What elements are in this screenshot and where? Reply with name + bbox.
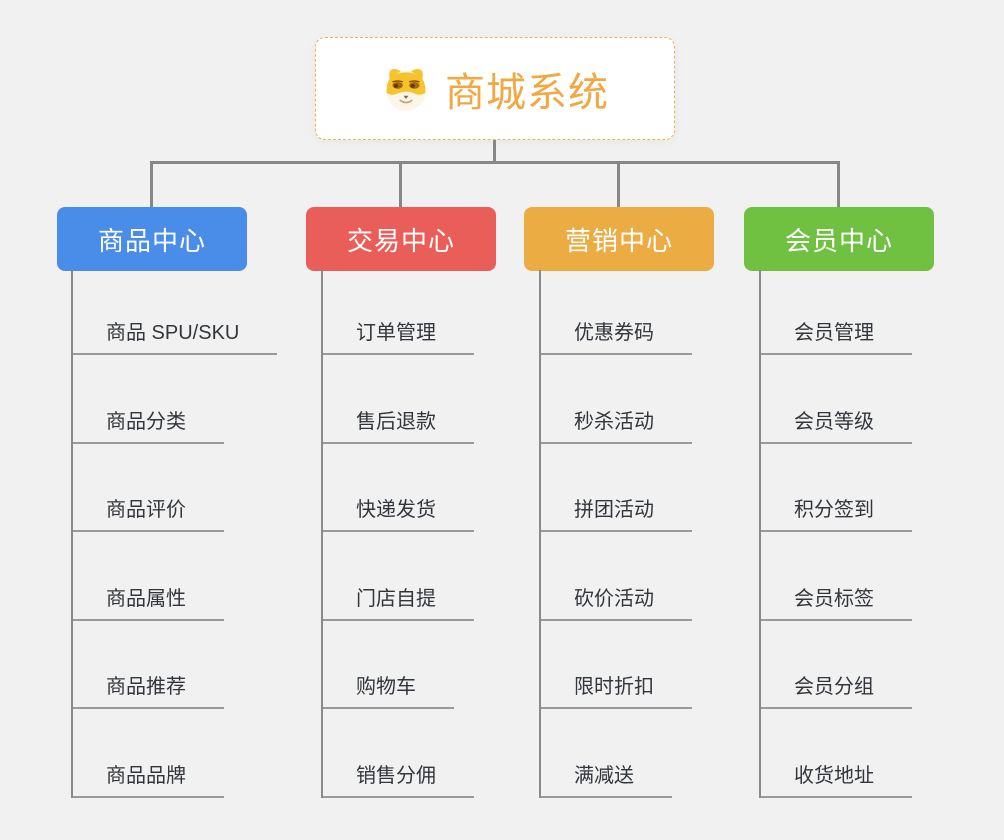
branch-node-member-center[interactable]: 会员中心 bbox=[744, 207, 934, 271]
root-node-mall-system[interactable]: 商城系统 bbox=[315, 37, 675, 140]
leaf-node[interactable]: 商品 SPU/SKU bbox=[73, 316, 278, 355]
leaf-node[interactable]: 收货地址 bbox=[761, 759, 912, 798]
leaf-node[interactable]: 会员分组 bbox=[761, 670, 912, 710]
leaf-node[interactable]: 积分签到 bbox=[761, 493, 912, 533]
leaf-node[interactable]: 会员标签 bbox=[761, 582, 912, 621]
leaf-node[interactable]: 商品品牌 bbox=[73, 759, 224, 798]
leaf-node[interactable]: 满减送 bbox=[541, 759, 672, 798]
leaf-node[interactable]: 会员管理 bbox=[761, 316, 912, 355]
leaf-node[interactable]: 门店自提 bbox=[323, 582, 474, 621]
leaf-node[interactable]: 商品分类 bbox=[73, 405, 224, 444]
connector-drop-product bbox=[150, 161, 153, 209]
branch-children-product: 商品 SPU/SKU 商品分类 商品评价 商品属性 商品推荐 商品品牌 bbox=[71, 270, 293, 798]
leaf-node[interactable]: 限时折扣 bbox=[541, 670, 692, 710]
leaf-node[interactable]: 销售分佣 bbox=[323, 759, 474, 798]
branch-children-marketing: 优惠券码 秒杀活动 拼团活动 砍价活动 限时折扣 满减送 bbox=[539, 270, 761, 798]
leaf-node[interactable]: 订单管理 bbox=[323, 316, 474, 355]
leaf-node[interactable]: 快递发货 bbox=[323, 493, 474, 533]
leaf-node[interactable]: 拼团活动 bbox=[541, 493, 692, 533]
leaf-node[interactable]: 商品评价 bbox=[73, 493, 224, 533]
connector-drop-member bbox=[837, 161, 840, 209]
branch-children-member: 会员管理 会员等级 积分签到 会员标签 会员分组 收货地址 bbox=[759, 270, 981, 798]
shiba-dog-icon bbox=[381, 64, 431, 114]
leaf-node[interactable]: 售后退款 bbox=[323, 405, 474, 444]
leaf-node[interactable]: 会员等级 bbox=[761, 405, 912, 444]
connector-horizontal-bus bbox=[150, 161, 839, 164]
leaf-node[interactable]: 优惠券码 bbox=[541, 316, 692, 355]
branch-node-marketing-center[interactable]: 营销中心 bbox=[524, 207, 714, 271]
branch-node-product-center[interactable]: 商品中心 bbox=[57, 207, 247, 271]
connector-drop-trade bbox=[399, 161, 402, 209]
leaf-node[interactable]: 秒杀活动 bbox=[541, 405, 692, 444]
connector-root-vertical bbox=[493, 138, 496, 163]
leaf-node[interactable]: 砍价活动 bbox=[541, 582, 692, 621]
leaf-node[interactable]: 商品属性 bbox=[73, 582, 224, 621]
leaf-node[interactable]: 商品推荐 bbox=[73, 670, 224, 710]
root-title: 商城系统 bbox=[445, 70, 609, 115]
connector-drop-marketing bbox=[617, 161, 620, 209]
branch-node-trade-center[interactable]: 交易中心 bbox=[306, 207, 496, 271]
leaf-node[interactable]: 购物车 bbox=[323, 670, 454, 710]
branch-children-trade: 订单管理 售后退款 快递发货 门店自提 购物车 销售分佣 bbox=[321, 270, 543, 798]
